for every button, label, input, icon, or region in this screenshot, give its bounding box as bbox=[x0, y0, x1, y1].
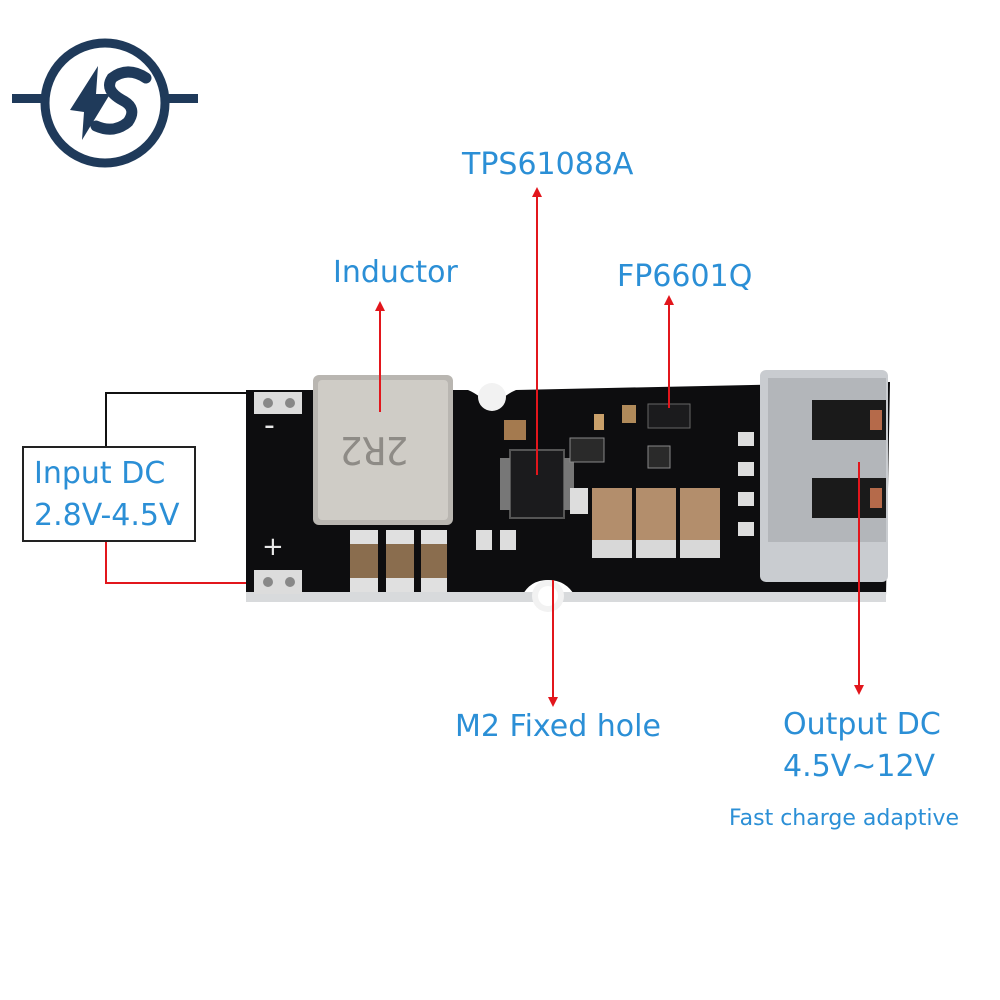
output-label-line2: 4.5V~12V bbox=[783, 749, 936, 784]
usb-port bbox=[760, 370, 888, 582]
input-label-line1: Input DC bbox=[34, 456, 166, 491]
small-components bbox=[476, 403, 691, 550]
input-capacitors bbox=[350, 530, 447, 592]
inductor-component bbox=[313, 375, 453, 525]
output-label-line1: Output DC bbox=[783, 707, 941, 742]
m2-label: M2 Fixed hole bbox=[455, 709, 661, 744]
inductor-marking: 2R2 bbox=[340, 428, 409, 472]
fp-label: FP6601Q bbox=[617, 259, 753, 294]
input-label-line2: 2.8V-4.5V bbox=[34, 498, 180, 533]
tps-label: TPS61088A bbox=[462, 147, 634, 182]
usb-pins bbox=[738, 432, 754, 536]
inductor-label: Inductor bbox=[333, 255, 458, 290]
callout-arrows bbox=[375, 187, 864, 707]
tps-chip bbox=[500, 449, 574, 519]
input-pads bbox=[254, 392, 302, 594]
fast-charge-label: Fast charge adaptive bbox=[729, 806, 960, 831]
input-dc-box: Input DC 2.8V-4.5V bbox=[22, 446, 196, 542]
polarity-plus: + bbox=[262, 532, 284, 562]
output-capacitors bbox=[592, 488, 720, 558]
input-wires bbox=[105, 392, 258, 584]
polarity-minus: - bbox=[264, 408, 275, 443]
brand-logo bbox=[12, 38, 198, 168]
